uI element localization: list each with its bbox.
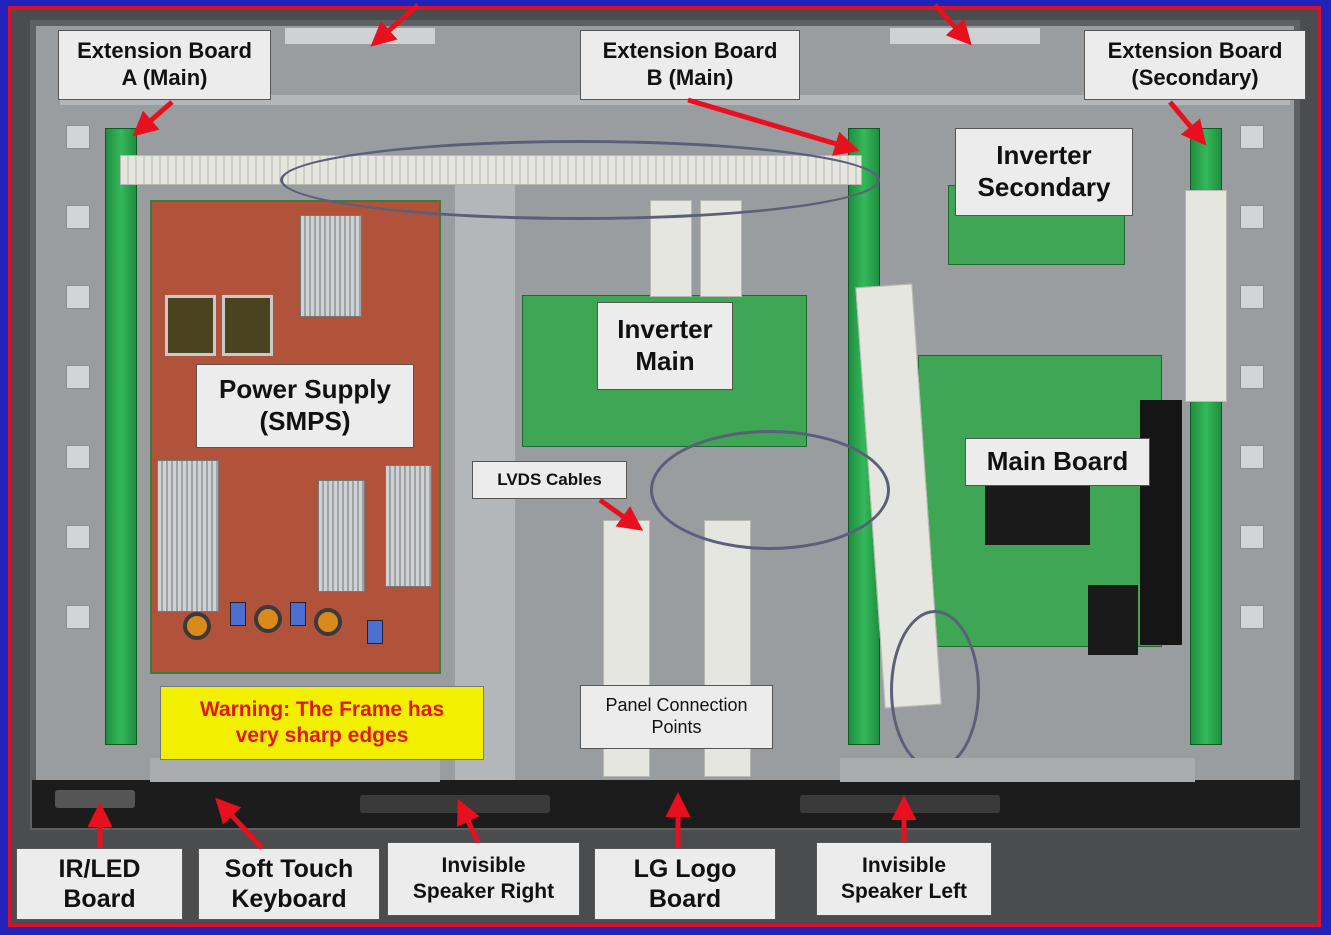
label-inverter-secondary: Inverter Secondary — [955, 128, 1133, 216]
label-ir-led-board: IR/LED Board — [16, 848, 183, 920]
heatsink — [300, 215, 362, 317]
main-board-bracket — [1140, 400, 1182, 645]
label-invisible-speaker-right: Invisible Speaker Right — [387, 842, 580, 916]
extension-board-a-strip — [105, 128, 137, 745]
mount-tab — [66, 445, 90, 469]
transformer — [222, 295, 273, 356]
mount-tab — [66, 365, 90, 389]
speaker-right — [360, 795, 550, 813]
wire-harness — [650, 430, 890, 550]
heatsink — [385, 465, 432, 587]
heatsink — [157, 460, 219, 612]
mount-tab — [1240, 125, 1264, 149]
heatsink — [318, 480, 365, 592]
label-extension-board-b: Extension Board B (Main) — [580, 30, 800, 100]
tuner — [1088, 585, 1138, 655]
mount-tab — [66, 605, 90, 629]
capacitor — [367, 620, 383, 644]
mount-tab — [1240, 525, 1264, 549]
mount-tab — [66, 525, 90, 549]
top-rail — [60, 95, 1290, 105]
capacitor — [230, 602, 246, 626]
mount-tab — [1240, 365, 1264, 389]
wire-harness — [280, 140, 880, 220]
mount-tab — [66, 285, 90, 309]
mount-tab — [66, 205, 90, 229]
top-bracket-left — [285, 28, 435, 44]
speaker-left — [800, 795, 1000, 813]
transformer — [165, 295, 216, 356]
label-extension-board-a: Extension Board A (Main) — [58, 30, 271, 100]
capacitor — [290, 602, 306, 626]
label-power-supply: Power Supply (SMPS) — [196, 364, 414, 448]
mount-tab — [1240, 285, 1264, 309]
mount-tab — [1240, 605, 1264, 629]
coil — [183, 612, 211, 640]
label-main-board: Main Board — [965, 438, 1150, 486]
label-lvds-cables: LVDS Cables — [472, 461, 627, 499]
warning-box: Warning: The Frame has very sharp edges — [160, 686, 484, 760]
label-invisible-speaker-left: Invisible Speaker Left — [816, 842, 992, 916]
mount-tab — [1240, 445, 1264, 469]
bottom-bracket — [150, 758, 440, 782]
label-lg-logo-board: LG Logo Board — [594, 848, 776, 920]
mount-tab — [1240, 205, 1264, 229]
bottom-bracket — [840, 758, 1195, 782]
label-panel-connection-points: Panel Connection Points — [580, 685, 773, 749]
coil — [314, 608, 342, 636]
ir-led-board-part — [55, 790, 135, 808]
mount-tab — [66, 125, 90, 149]
bottom-bezel — [32, 780, 1300, 828]
label-soft-touch-keyboard: Soft Touch Keyboard — [198, 848, 380, 920]
ribbon — [1185, 190, 1227, 402]
wire-harness — [890, 610, 980, 770]
label-inverter-main: Inverter Main — [597, 302, 733, 390]
coil — [254, 605, 282, 633]
label-extension-board-secondary: Extension Board (Secondary) — [1084, 30, 1306, 100]
top-bracket-right — [890, 28, 1040, 44]
